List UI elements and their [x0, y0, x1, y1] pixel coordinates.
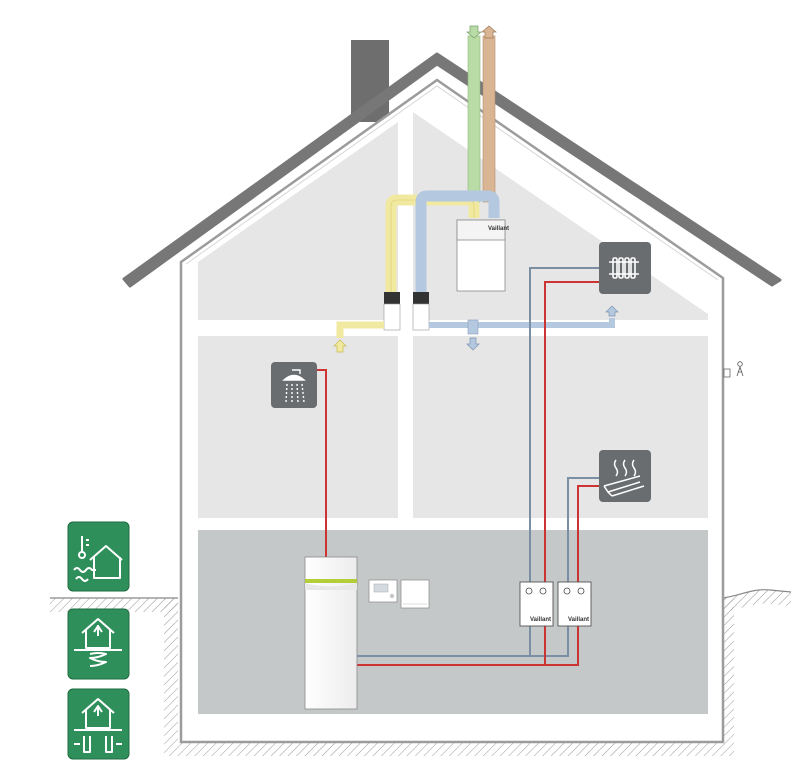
system-icon-air-water-bg	[67, 521, 130, 592]
system-controller	[368, 579, 430, 609]
heat-pump-unit-cap	[305, 583, 357, 590]
system-type-icons	[67, 521, 130, 760]
outdoor-sensor-box	[723, 368, 731, 378]
shower-panel	[271, 362, 317, 408]
hydraulic-pipes	[317, 267, 599, 666]
system-icon-ground-probe[interactable]	[67, 688, 130, 760]
underfloor-heating-panel	[599, 450, 651, 502]
heating-return-pipe-main	[357, 267, 599, 657]
extract-duct-base	[413, 292, 429, 304]
shower-panel-bg	[271, 362, 317, 408]
outdoor-air-duct	[467, 35, 481, 203]
extract-air-tee	[467, 319, 479, 335]
ground-hatch-right	[722, 589, 791, 612]
hot-water-pipe-shower	[317, 369, 327, 558]
heating-circuit-module-2-brand: Vaillant	[568, 617, 589, 623]
exhaust-air-arrow-icon	[481, 25, 497, 39]
underfloor-heating-icon	[603, 459, 645, 497]
system-icon-ground-collector-bg	[67, 608, 130, 680]
heating-circuit-module-1: Vaillant	[519, 581, 554, 627]
supply-air-ceiling-duct	[336, 321, 384, 338]
house-outline-inner	[185, 85, 719, 281]
heating-circuit-module-1-brand: Vaillant	[530, 617, 551, 623]
ground-probe-heat-pump-icon	[74, 698, 122, 753]
heat-pump-air-to-water-icon	[73, 536, 123, 582]
outdoor-sensor	[723, 361, 744, 378]
heating-circuit-module-2: Vaillant	[557, 581, 592, 627]
heating-return-pipe-ufh	[530, 477, 599, 657]
supply-duct-base	[384, 292, 400, 304]
extract-air-up-arrow-icon	[605, 305, 619, 317]
heating-circuit-module-1-body	[519, 581, 554, 627]
antenna-mast	[736, 366, 744, 377]
heating-circuit-module-2-body	[557, 581, 592, 627]
heat-pump-indoor-unit	[304, 556, 358, 710]
extract-air-down-arrow-icon	[466, 337, 480, 351]
supply-air-outlet-arrow-icon	[333, 339, 347, 353]
system-controller-display	[373, 583, 389, 593]
ground-collector-heat-pump-icon	[74, 618, 122, 667]
attic-room-left	[198, 122, 398, 320]
radiator-panel	[599, 242, 651, 294]
outdoor-air-arrow-icon	[466, 25, 482, 39]
room-right-middle	[413, 336, 708, 518]
ground-line-right	[721, 589, 791, 599]
ventilation-unit-top	[456, 219, 506, 241]
gauge-icon	[539, 587, 547, 595]
extract-air-duct	[415, 190, 500, 300]
radiator-icon	[609, 257, 639, 279]
system-controller-knob-icon	[389, 593, 395, 599]
system-icon-air-water[interactable]	[67, 521, 130, 592]
gauge-icon	[577, 587, 585, 595]
shower-icon	[282, 369, 306, 403]
ventilation-unit-brand: Vaillant	[488, 226, 509, 232]
antenna-icon	[737, 361, 743, 367]
extract-duct-collar	[412, 303, 430, 331]
heating-flow-pipe-main	[357, 281, 599, 666]
system-icon-ground-collector[interactable]	[67, 608, 130, 680]
exhaust-air-duct	[482, 35, 496, 203]
supply-duct-collar	[383, 303, 401, 331]
gauge-icon	[525, 587, 533, 595]
basement	[198, 530, 708, 714]
accessory-box	[400, 579, 430, 609]
extract-air-ceiling-duct	[429, 318, 615, 328]
heating-flow-pipe-ufh	[545, 485, 599, 666]
ventilation-unit: Vaillant	[456, 219, 509, 292]
heat-pump-unit-band	[305, 579, 357, 583]
gauge-icon	[563, 587, 571, 595]
roof	[122, 52, 782, 288]
